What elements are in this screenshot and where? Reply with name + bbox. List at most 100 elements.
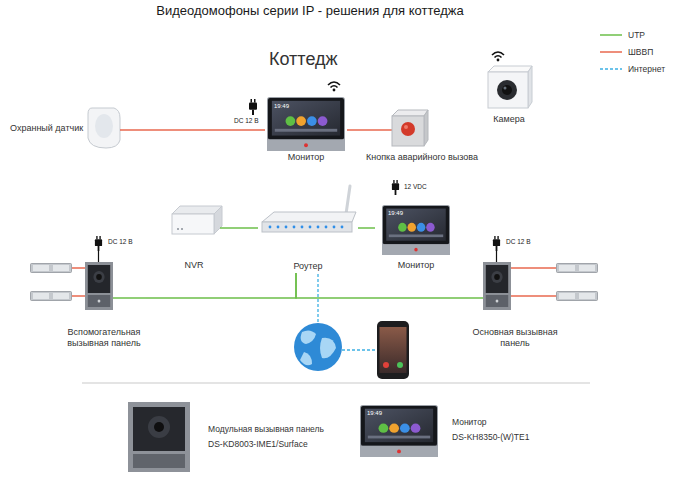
router-light bbox=[333, 226, 336, 229]
cable-connector bbox=[146, 273, 296, 298]
monitor-device: Монитор bbox=[375, 200, 457, 272]
monitor-icon bbox=[382, 205, 450, 255]
door-lock bbox=[557, 264, 598, 273]
node-caption: NVR bbox=[184, 260, 203, 271]
nvr-led bbox=[181, 228, 183, 230]
monitor-product-icon bbox=[360, 405, 438, 457]
node-caption: Камера bbox=[493, 114, 524, 125]
call-panel: Вспомогательная вызывная панель bbox=[62, 258, 146, 350]
diagram-title: Видеодомофоны серии IP - решения для кот… bbox=[0, 3, 620, 18]
phone-button bbox=[383, 362, 389, 368]
power-plug bbox=[249, 99, 257, 115]
voltage-label: DC 12 В bbox=[234, 117, 259, 125]
router-light bbox=[285, 226, 288, 229]
model-number: DS-KD8003-IME1/Surface bbox=[208, 437, 308, 452]
utp-wire bbox=[113, 297, 146, 299]
power-plug bbox=[95, 236, 102, 251]
product-card: МониторDS-KH8350-(W)TE1 bbox=[356, 400, 556, 460]
legend-line-power bbox=[600, 51, 622, 53]
power-plug bbox=[392, 180, 399, 195]
globe-land bbox=[320, 338, 336, 359]
sensor-icon bbox=[88, 108, 120, 148]
door-lock bbox=[31, 292, 72, 301]
camera-device: Камера bbox=[480, 62, 538, 126]
globe-land bbox=[301, 330, 316, 344]
camera-lens bbox=[502, 85, 512, 95]
legend-text: ШВВП bbox=[628, 47, 653, 57]
door-lock bbox=[557, 292, 598, 301]
power-wire bbox=[511, 295, 556, 297]
button-box bbox=[392, 116, 424, 146]
call-panel-icon bbox=[483, 262, 511, 310]
camera-shine bbox=[504, 87, 507, 90]
legend-text: Интернет bbox=[628, 64, 665, 74]
router-light bbox=[325, 226, 328, 229]
node-caption: Монитор bbox=[288, 152, 325, 163]
screen-time: 19:49 bbox=[388, 210, 403, 217]
model-number: DS-KH8350-(W)TE1 bbox=[452, 430, 529, 445]
router-light bbox=[341, 226, 344, 229]
globe-land bbox=[300, 352, 312, 365]
panel-product-lens bbox=[148, 416, 170, 438]
node-caption: Вспомогательная вызывная панель bbox=[62, 327, 146, 349]
power-plug bbox=[493, 236, 500, 251]
cable-connector bbox=[358, 227, 375, 229]
nvr-device: NVR bbox=[168, 200, 220, 272]
call-panel: Основная вызывная панель bbox=[468, 258, 562, 350]
router-light bbox=[293, 226, 296, 229]
nvr-side bbox=[214, 206, 222, 234]
utp-wire bbox=[468, 297, 483, 299]
internet-link bbox=[342, 349, 377, 350]
plug-cable bbox=[496, 251, 497, 262]
voltage-label: DC 12 В bbox=[108, 238, 133, 246]
button-shine bbox=[404, 125, 408, 129]
screen-time: 19:49 bbox=[367, 410, 382, 417]
router-lights bbox=[269, 226, 344, 229]
power-wire bbox=[352, 129, 392, 131]
node-caption: Роутер bbox=[293, 261, 322, 272]
sensor-lens bbox=[95, 114, 113, 138]
panel-product-face bbox=[133, 407, 185, 451]
router-light bbox=[277, 226, 280, 229]
router-light bbox=[309, 226, 312, 229]
legend-line-utp bbox=[600, 34, 622, 36]
node-caption: Охранный датчик bbox=[10, 123, 83, 134]
phone-button bbox=[397, 362, 403, 368]
plug-cable bbox=[98, 251, 99, 262]
panel-product-base bbox=[133, 454, 185, 468]
nvr-led bbox=[177, 228, 179, 230]
router-device: Роутер bbox=[258, 184, 358, 273]
cable-connector bbox=[296, 273, 468, 298]
voltage-label: 12 VDC bbox=[404, 183, 427, 191]
router-top bbox=[262, 212, 356, 222]
power-wire bbox=[72, 267, 85, 269]
node-caption: Модульная вызывная панель bbox=[208, 422, 324, 437]
legend-line-internet bbox=[600, 68, 622, 70]
power-wire bbox=[511, 267, 556, 269]
router-antenna bbox=[346, 186, 350, 214]
cable-connector bbox=[347, 129, 352, 131]
door-lock bbox=[31, 264, 72, 273]
router-light bbox=[301, 226, 304, 229]
screen-time: 19:49 bbox=[274, 103, 289, 110]
wifi-icon bbox=[492, 52, 504, 61]
nvr-icon bbox=[172, 214, 214, 234]
cable-connector bbox=[220, 227, 258, 229]
button-top bbox=[392, 110, 428, 116]
phone-icon bbox=[377, 321, 409, 379]
wifi-icon bbox=[328, 82, 340, 91]
panic-button: Кнопка аварийного вызова bbox=[352, 102, 492, 164]
panel-product-icon bbox=[128, 402, 190, 472]
button-side bbox=[424, 110, 428, 146]
node-caption: Коттедж bbox=[269, 48, 338, 70]
router-icon bbox=[262, 222, 352, 232]
call-panel-icon bbox=[85, 262, 113, 310]
legend-text: UTP bbox=[628, 30, 645, 40]
camera-lens bbox=[497, 80, 517, 100]
node-caption: Основная вызывная панель bbox=[468, 327, 562, 349]
product-card: Модульная вызывная панельDS-KD8003-IME1/… bbox=[125, 398, 335, 476]
globe-icon bbox=[294, 323, 342, 371]
camera-side bbox=[528, 66, 532, 108]
